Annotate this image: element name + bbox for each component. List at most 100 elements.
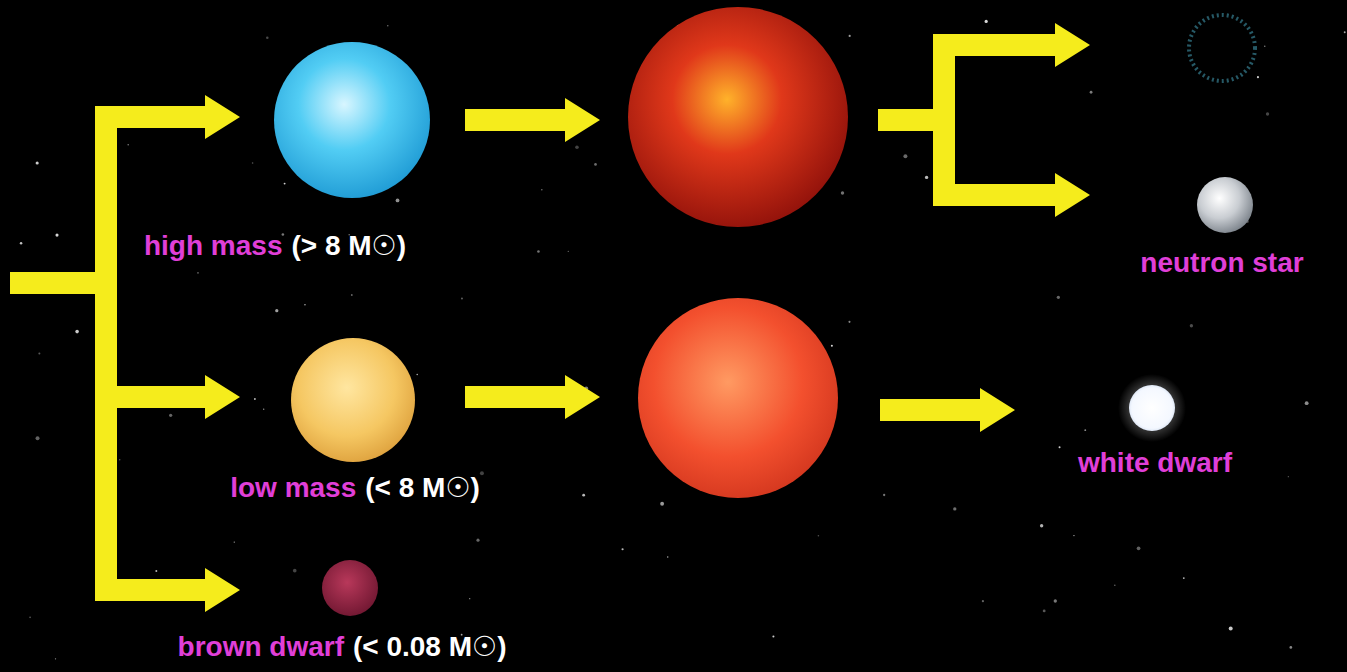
- background-star: [818, 535, 820, 537]
- red-giant: [638, 298, 838, 498]
- background-star: [660, 502, 664, 506]
- background-star: [849, 35, 851, 37]
- black-hole: [1189, 15, 1255, 81]
- star-shape: [1129, 385, 1175, 431]
- background-star: [127, 144, 129, 146]
- background-star: [1040, 524, 1043, 527]
- background-star: [1229, 627, 1233, 631]
- background-star: [985, 20, 988, 23]
- class-label: high mass: [144, 230, 282, 261]
- background-star: [1305, 401, 1309, 405]
- background-star: [469, 598, 470, 599]
- background-star: [848, 321, 850, 323]
- background-star: [1137, 547, 1141, 551]
- star-shape: [274, 42, 430, 198]
- class-label: neutron star: [1140, 247, 1303, 278]
- background-star: [304, 304, 306, 306]
- star-disc: [274, 42, 430, 198]
- class-label: brown dwarf: [178, 631, 344, 662]
- background-star: [38, 353, 40, 355]
- star-label: white dwarf: [1078, 447, 1232, 479]
- star-node: brown dwarf (< 0.08 M☉): [178, 560, 507, 663]
- background-star: [197, 272, 199, 274]
- background-star: [1190, 324, 1193, 327]
- background-star: [36, 161, 39, 164]
- background-star: [1084, 429, 1086, 431]
- background-star: [396, 199, 400, 203]
- background-star: [831, 345, 833, 347]
- background-star: [575, 145, 579, 149]
- background-star: [903, 154, 907, 158]
- background-star: [252, 162, 254, 164]
- background-star: [622, 548, 624, 550]
- background-star: [582, 494, 585, 497]
- class-label: white dwarf: [1078, 447, 1232, 478]
- background-star: [20, 242, 23, 245]
- background-star: [594, 163, 597, 166]
- background-star: [275, 309, 278, 312]
- star-shape: [1197, 177, 1253, 233]
- background-star: [1114, 585, 1115, 586]
- star-label: low mass(< 8 M☉): [230, 472, 480, 504]
- mass-label: (< 8 M☉): [365, 472, 480, 503]
- background-star: [416, 374, 418, 376]
- mass-label: (> 8 M☉): [291, 230, 406, 261]
- background-star: [284, 183, 286, 185]
- star-label: high mass (> 8 M☉): [144, 230, 406, 262]
- star-label: neutron star: [1140, 247, 1303, 279]
- background-star: [1266, 112, 1269, 115]
- background-star: [1090, 91, 1093, 94]
- star-label: brown dwarf (< 0.08 M☉): [178, 631, 507, 663]
- background-star: [29, 617, 31, 619]
- background-star: [772, 635, 774, 637]
- background-star: [266, 36, 269, 39]
- background-star: [254, 398, 256, 400]
- background-star: [1288, 476, 1289, 477]
- background-star: [461, 298, 463, 300]
- background-star: [541, 189, 543, 191]
- star-disc: [291, 338, 415, 462]
- background-star: [1264, 46, 1266, 48]
- background-star: [293, 569, 297, 573]
- background-star: [1289, 646, 1292, 649]
- background-star: [568, 251, 569, 252]
- background-star: [55, 658, 56, 659]
- background-star: [982, 600, 984, 602]
- background-star: [1183, 577, 1185, 579]
- background-star: [480, 471, 484, 475]
- background-star: [1059, 446, 1061, 448]
- background-star: [75, 330, 79, 334]
- white-dwarf-glow: [1118, 374, 1186, 442]
- branch-arrows: [10, 23, 1090, 612]
- background-star: [476, 539, 479, 542]
- star-node: low mass(< 8 M☉): [230, 338, 480, 504]
- mass-label: (< 0.08 M☉): [353, 631, 506, 662]
- background-star: [841, 191, 844, 194]
- background-star: [263, 409, 264, 410]
- star-node: neutron star: [1140, 177, 1303, 279]
- background-star: [667, 556, 668, 557]
- star-disc: [322, 560, 378, 616]
- background-star: [953, 507, 956, 510]
- star-disc: [1129, 385, 1175, 431]
- background-star: [119, 459, 120, 460]
- star-shape: [291, 338, 415, 462]
- star-shape: [322, 560, 378, 616]
- background-star: [351, 294, 353, 296]
- star-node: white dwarf: [1078, 385, 1232, 479]
- background-star: [1054, 599, 1057, 602]
- background-star: [55, 234, 58, 237]
- background-star: [1257, 76, 1259, 78]
- background-star: [1043, 609, 1046, 612]
- background-star: [387, 25, 388, 26]
- background-star: [36, 436, 40, 440]
- background-star: [1073, 535, 1074, 536]
- background-star: [925, 176, 928, 179]
- background-star: [234, 541, 235, 542]
- star-node: high mass (> 8 M☉): [144, 42, 430, 262]
- background-star: [1344, 31, 1346, 33]
- background-star: [537, 250, 540, 253]
